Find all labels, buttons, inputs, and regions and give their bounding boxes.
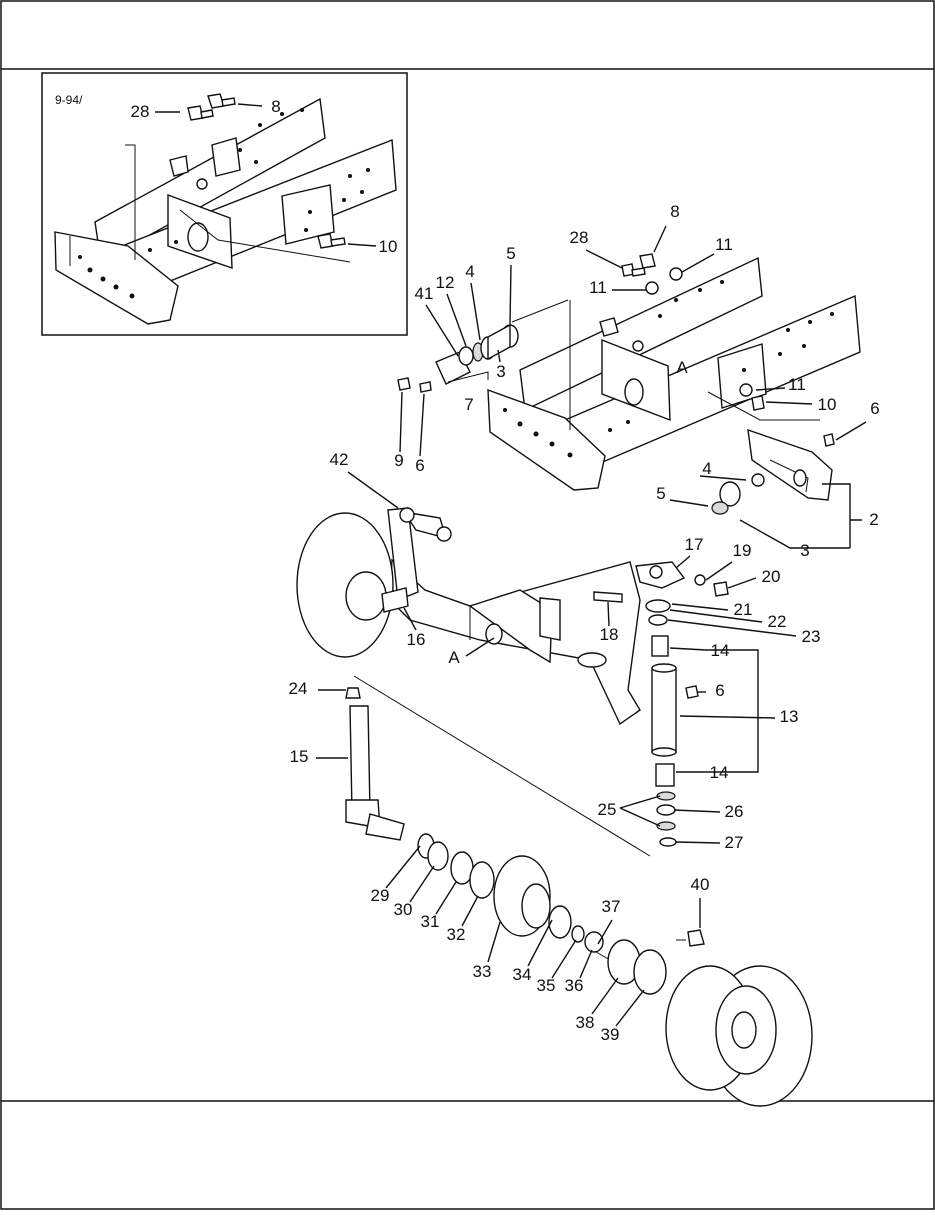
upper-bolts (621, 253, 765, 411)
inset-bolt-10 (317, 233, 346, 249)
part-callout-14: 14 (711, 641, 730, 660)
part-callout-27: 27 (725, 833, 744, 852)
part-callout-14: 14 (710, 763, 729, 782)
pivot-pin-assembly (397, 299, 569, 393)
inset-callout-labels: 28 8 10 (131, 97, 398, 256)
part-callout-17: 17 (685, 535, 704, 554)
inset-frame-rails (54, 97, 397, 325)
part-callout-A: A (448, 648, 460, 667)
part-callout-24: 24 (289, 679, 308, 698)
part-callout-28: 28 (570, 228, 589, 247)
part-callout-42: 42 (330, 450, 349, 469)
inset-leaders (155, 103, 377, 247)
part-callout-8: 8 (670, 202, 679, 221)
spindle (345, 675, 651, 857)
part-callout-40: 40 (691, 875, 710, 894)
part-callout-10: 10 (818, 395, 837, 414)
part-callout-33: 33 (473, 962, 492, 981)
inset-callout-28: 28 (131, 102, 150, 121)
part-callout-6: 6 (415, 456, 424, 475)
part-callout-4: 4 (702, 459, 711, 478)
part-callout-37: 37 (602, 897, 621, 916)
right-wheel-rim (665, 929, 813, 1107)
part-callout-30: 30 (394, 900, 413, 919)
part-callout-12: 12 (436, 273, 455, 292)
part-callout-4: 4 (465, 262, 474, 281)
part-callout-19: 19 (733, 541, 752, 560)
part-callout-41: 41 (415, 284, 434, 303)
part-callout-34: 34 (513, 965, 532, 984)
part-callout-11: 11 (589, 278, 607, 297)
part-callout-26: 26 (725, 802, 744, 821)
part-callout-9: 9 (394, 451, 403, 470)
part-callout-22: 22 (768, 612, 787, 631)
part-callout-2: 2 (869, 510, 878, 529)
part-callout-29: 29 (371, 886, 390, 905)
inset-rivet-holes (78, 108, 370, 299)
part-callout-23: 23 (802, 627, 821, 646)
part-callout-20: 20 (762, 567, 781, 586)
part-callout-3: 3 (800, 541, 809, 560)
part-callout-7: 7 (464, 395, 473, 414)
inset-bolt-28 (187, 105, 214, 121)
part-callout-38: 38 (576, 1013, 595, 1032)
inset-callout-8: 8 (271, 97, 280, 116)
part-callout-A: A (676, 358, 688, 377)
part-callout-3: 3 (496, 362, 505, 381)
left-wheel (296, 507, 452, 658)
part-callout-25: 25 (598, 800, 617, 819)
part-callout-15: 15 (290, 747, 309, 766)
part-callout-11: 11 (715, 235, 733, 254)
steering-arm-parts (593, 561, 729, 847)
part-callout-18: 18 (600, 625, 619, 644)
part-callout-32: 32 (447, 925, 466, 944)
part-callout-39: 39 (601, 1025, 620, 1044)
inset-bolt-8 (207, 93, 236, 109)
inset-callout-10: 10 (379, 237, 398, 256)
inset-figure-code: 9-94/ (55, 93, 83, 107)
leader-lines (316, 225, 867, 1027)
part-callout-6: 6 (715, 681, 724, 700)
pivot-bracket (711, 428, 835, 515)
part-callout-21: 21 (734, 600, 753, 619)
frame-rails (487, 256, 861, 491)
part-callout-6: 6 (870, 399, 879, 418)
part-callout-35: 35 (537, 976, 556, 995)
part-callout-16: 16 (407, 630, 426, 649)
part-callout-31: 31 (421, 912, 440, 931)
part-callout-36: 36 (565, 976, 584, 995)
hub-bearings (417, 833, 667, 995)
part-callout-5: 5 (656, 484, 665, 503)
part-callout-11: 11 (788, 375, 806, 394)
king-pin-tube (651, 635, 699, 787)
part-callout-13: 13 (780, 707, 799, 726)
part-callout-5: 5 (506, 244, 515, 263)
inset-panel: 9-94/ (41, 72, 408, 336)
